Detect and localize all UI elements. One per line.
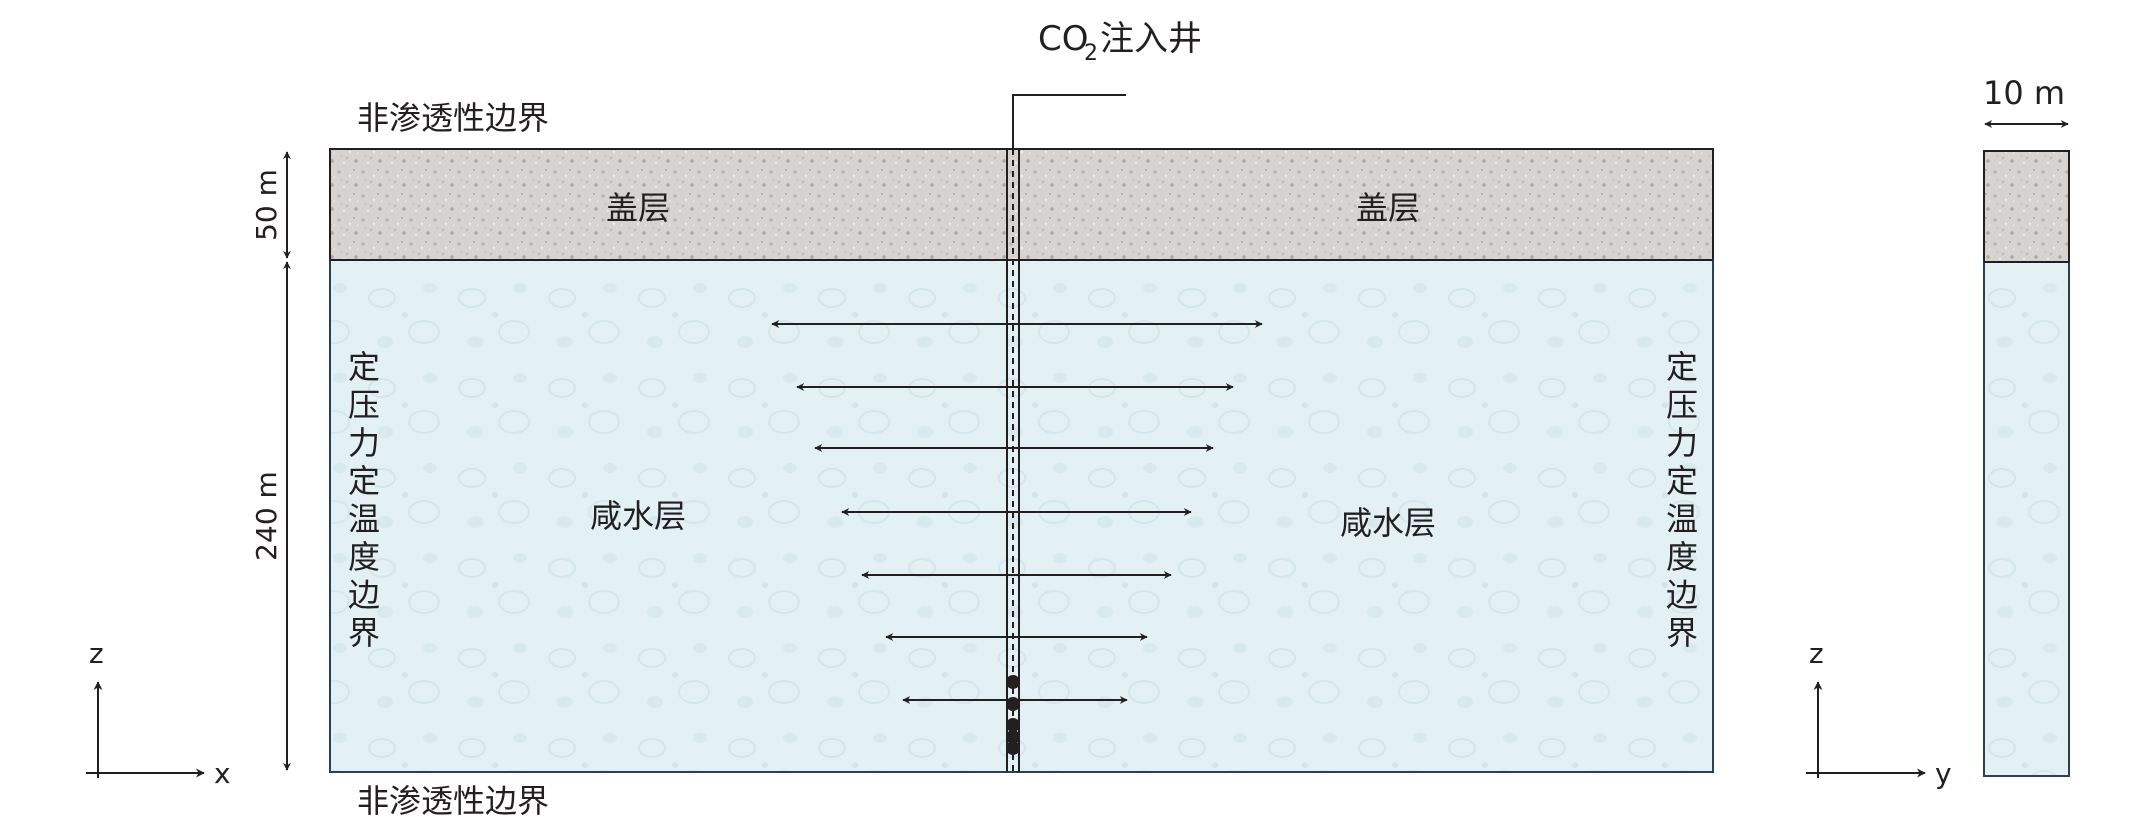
injection-point <box>1006 675 1020 689</box>
well-leader-line <box>1012 94 1126 150</box>
aquifer-layer <box>329 259 1714 773</box>
side-boundary-label-left: 定压力定温度边界 <box>343 350 381 654</box>
caprock-label-right: 盖层 <box>1356 189 1420 227</box>
width-dimension-label: 10 m <box>1983 74 2065 112</box>
axes-yz <box>1806 681 1926 778</box>
side-view-caprock <box>1983 150 2070 263</box>
aquifer-label-left: 咸水层 <box>590 497 686 535</box>
x-axis-label: x <box>214 757 231 790</box>
y-axis-label: y <box>1935 757 1952 790</box>
injection-point <box>1006 730 1020 744</box>
well-label-suffix: 注入井 <box>1100 19 1202 59</box>
bottom-boundary-label: 非渗透性边界 <box>357 782 549 820</box>
injection-point <box>1006 741 1020 755</box>
injection-well <box>1006 149 1020 772</box>
aquifer-label-right: 咸水层 <box>1340 504 1436 542</box>
injection-point <box>1006 718 1020 732</box>
side-view-aquifer <box>1983 261 2070 777</box>
z-axis-left-label: z <box>89 637 104 670</box>
top-boundary-label: 非渗透性边界 <box>357 99 549 137</box>
well-label-main: CO <box>1038 19 1089 59</box>
well-label: CO 2 注入井 <box>1038 19 1202 66</box>
caprock-dimension-label: 50 m <box>250 169 283 241</box>
side-boundary-label-right: 定压力定温度边界 <box>1661 350 1699 654</box>
well-label-subscript: 2 <box>1084 41 1098 66</box>
z-axis-right-label: z <box>1809 637 1824 670</box>
flow-arrows <box>771 320 1263 704</box>
side-view: 10 m <box>1983 74 2070 777</box>
caprock-layer <box>329 148 1714 261</box>
caprock-label-left: 盖层 <box>606 189 670 227</box>
aquifer-dimension-label: 240 m <box>250 471 283 561</box>
axes-xz <box>86 681 205 778</box>
